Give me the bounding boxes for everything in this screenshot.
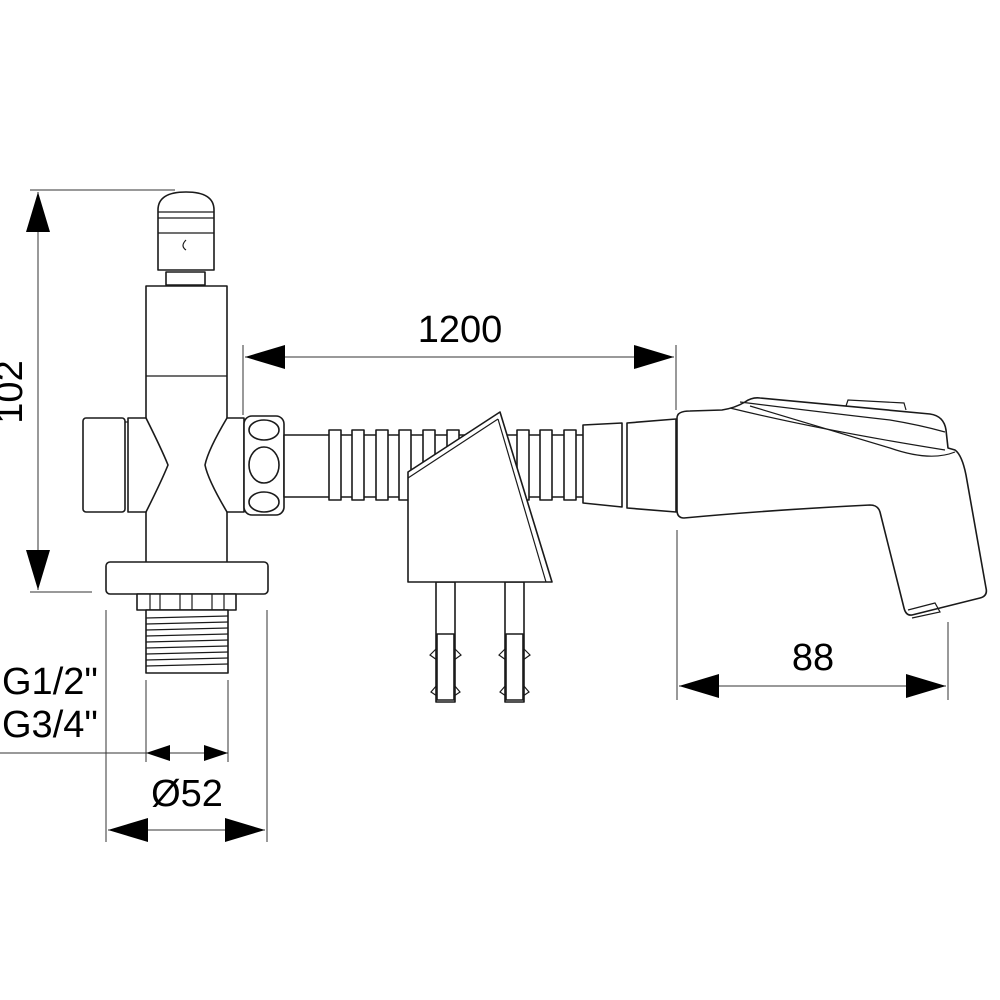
handshower-dimension: 88 [676,530,949,700]
wall-bracket [407,411,553,703]
thread-label-1: G1/2" [2,661,98,703]
wall-plug [498,633,531,701]
valve-body [82,191,285,674]
thread-lines [145,615,229,667]
hose-length-label: 1200 [418,309,503,351]
handshower-length-label: 88 [792,637,834,679]
hand-shower [676,397,988,619]
thread-dimension: G1/2" G3/4" [0,661,229,762]
height-dimension: 102 [0,189,175,593]
hose-length-dimension: 1200 [242,309,677,415]
height-label: 102 [0,360,31,423]
thread-label-2: G3/4" [2,704,98,746]
diameter-dimension: Ø52 [105,610,268,842]
diameter-label: Ø52 [151,773,223,815]
wall-plug [429,633,462,701]
